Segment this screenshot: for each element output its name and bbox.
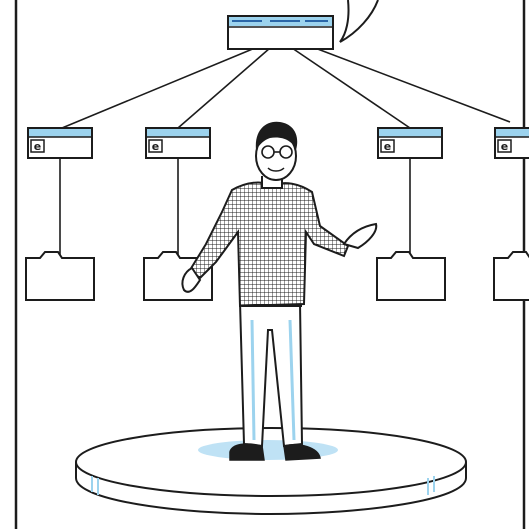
browser-window-icon: e	[378, 128, 442, 158]
browser-logo: e	[384, 140, 391, 153]
shoe	[230, 444, 264, 460]
checkered-shirt	[190, 183, 348, 306]
browser-logo: e	[152, 140, 159, 153]
folder-icon	[494, 252, 529, 300]
folder-icon	[377, 252, 445, 300]
browser-window-icon: e	[28, 128, 92, 158]
browser-window-icon: e	[495, 128, 529, 158]
speech-bubble	[340, 0, 378, 42]
browser-logo: e	[501, 140, 508, 153]
browser-window-icon	[228, 16, 333, 49]
hand	[344, 224, 376, 248]
folder-icon	[26, 252, 94, 300]
stage-platform	[76, 428, 466, 514]
browser-window-icon: e	[146, 128, 210, 158]
browser-logo: e	[34, 140, 41, 153]
